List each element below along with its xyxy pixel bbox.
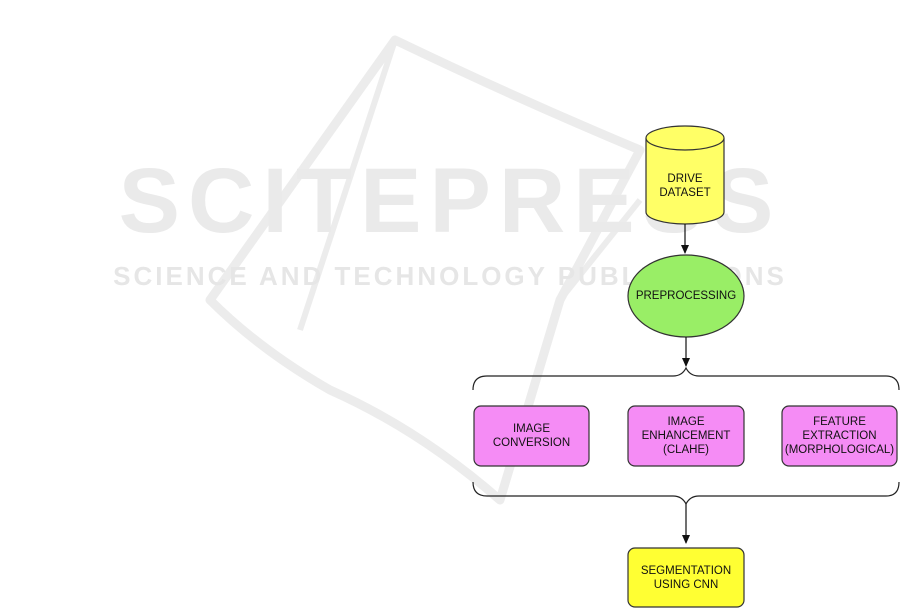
- group-bottom-brace: [473, 482, 899, 504]
- label-dataset: DRIVE DATASET: [646, 166, 724, 206]
- cylinder-top: [646, 126, 724, 150]
- label-image-conversion: IMAGE CONVERSION: [474, 406, 589, 466]
- group-top-brace: [473, 368, 899, 390]
- label-image-enhancement: IMAGE ENHANCEMENT (CLAHE): [628, 406, 744, 466]
- label-preprocessing: PREPROCESSING: [628, 282, 744, 310]
- label-feature-extraction: FEATURE EXTRACTION (MORPHOLOGICAL): [782, 406, 897, 466]
- label-segmentation: SEGMENTATION USING CNN: [628, 548, 744, 607]
